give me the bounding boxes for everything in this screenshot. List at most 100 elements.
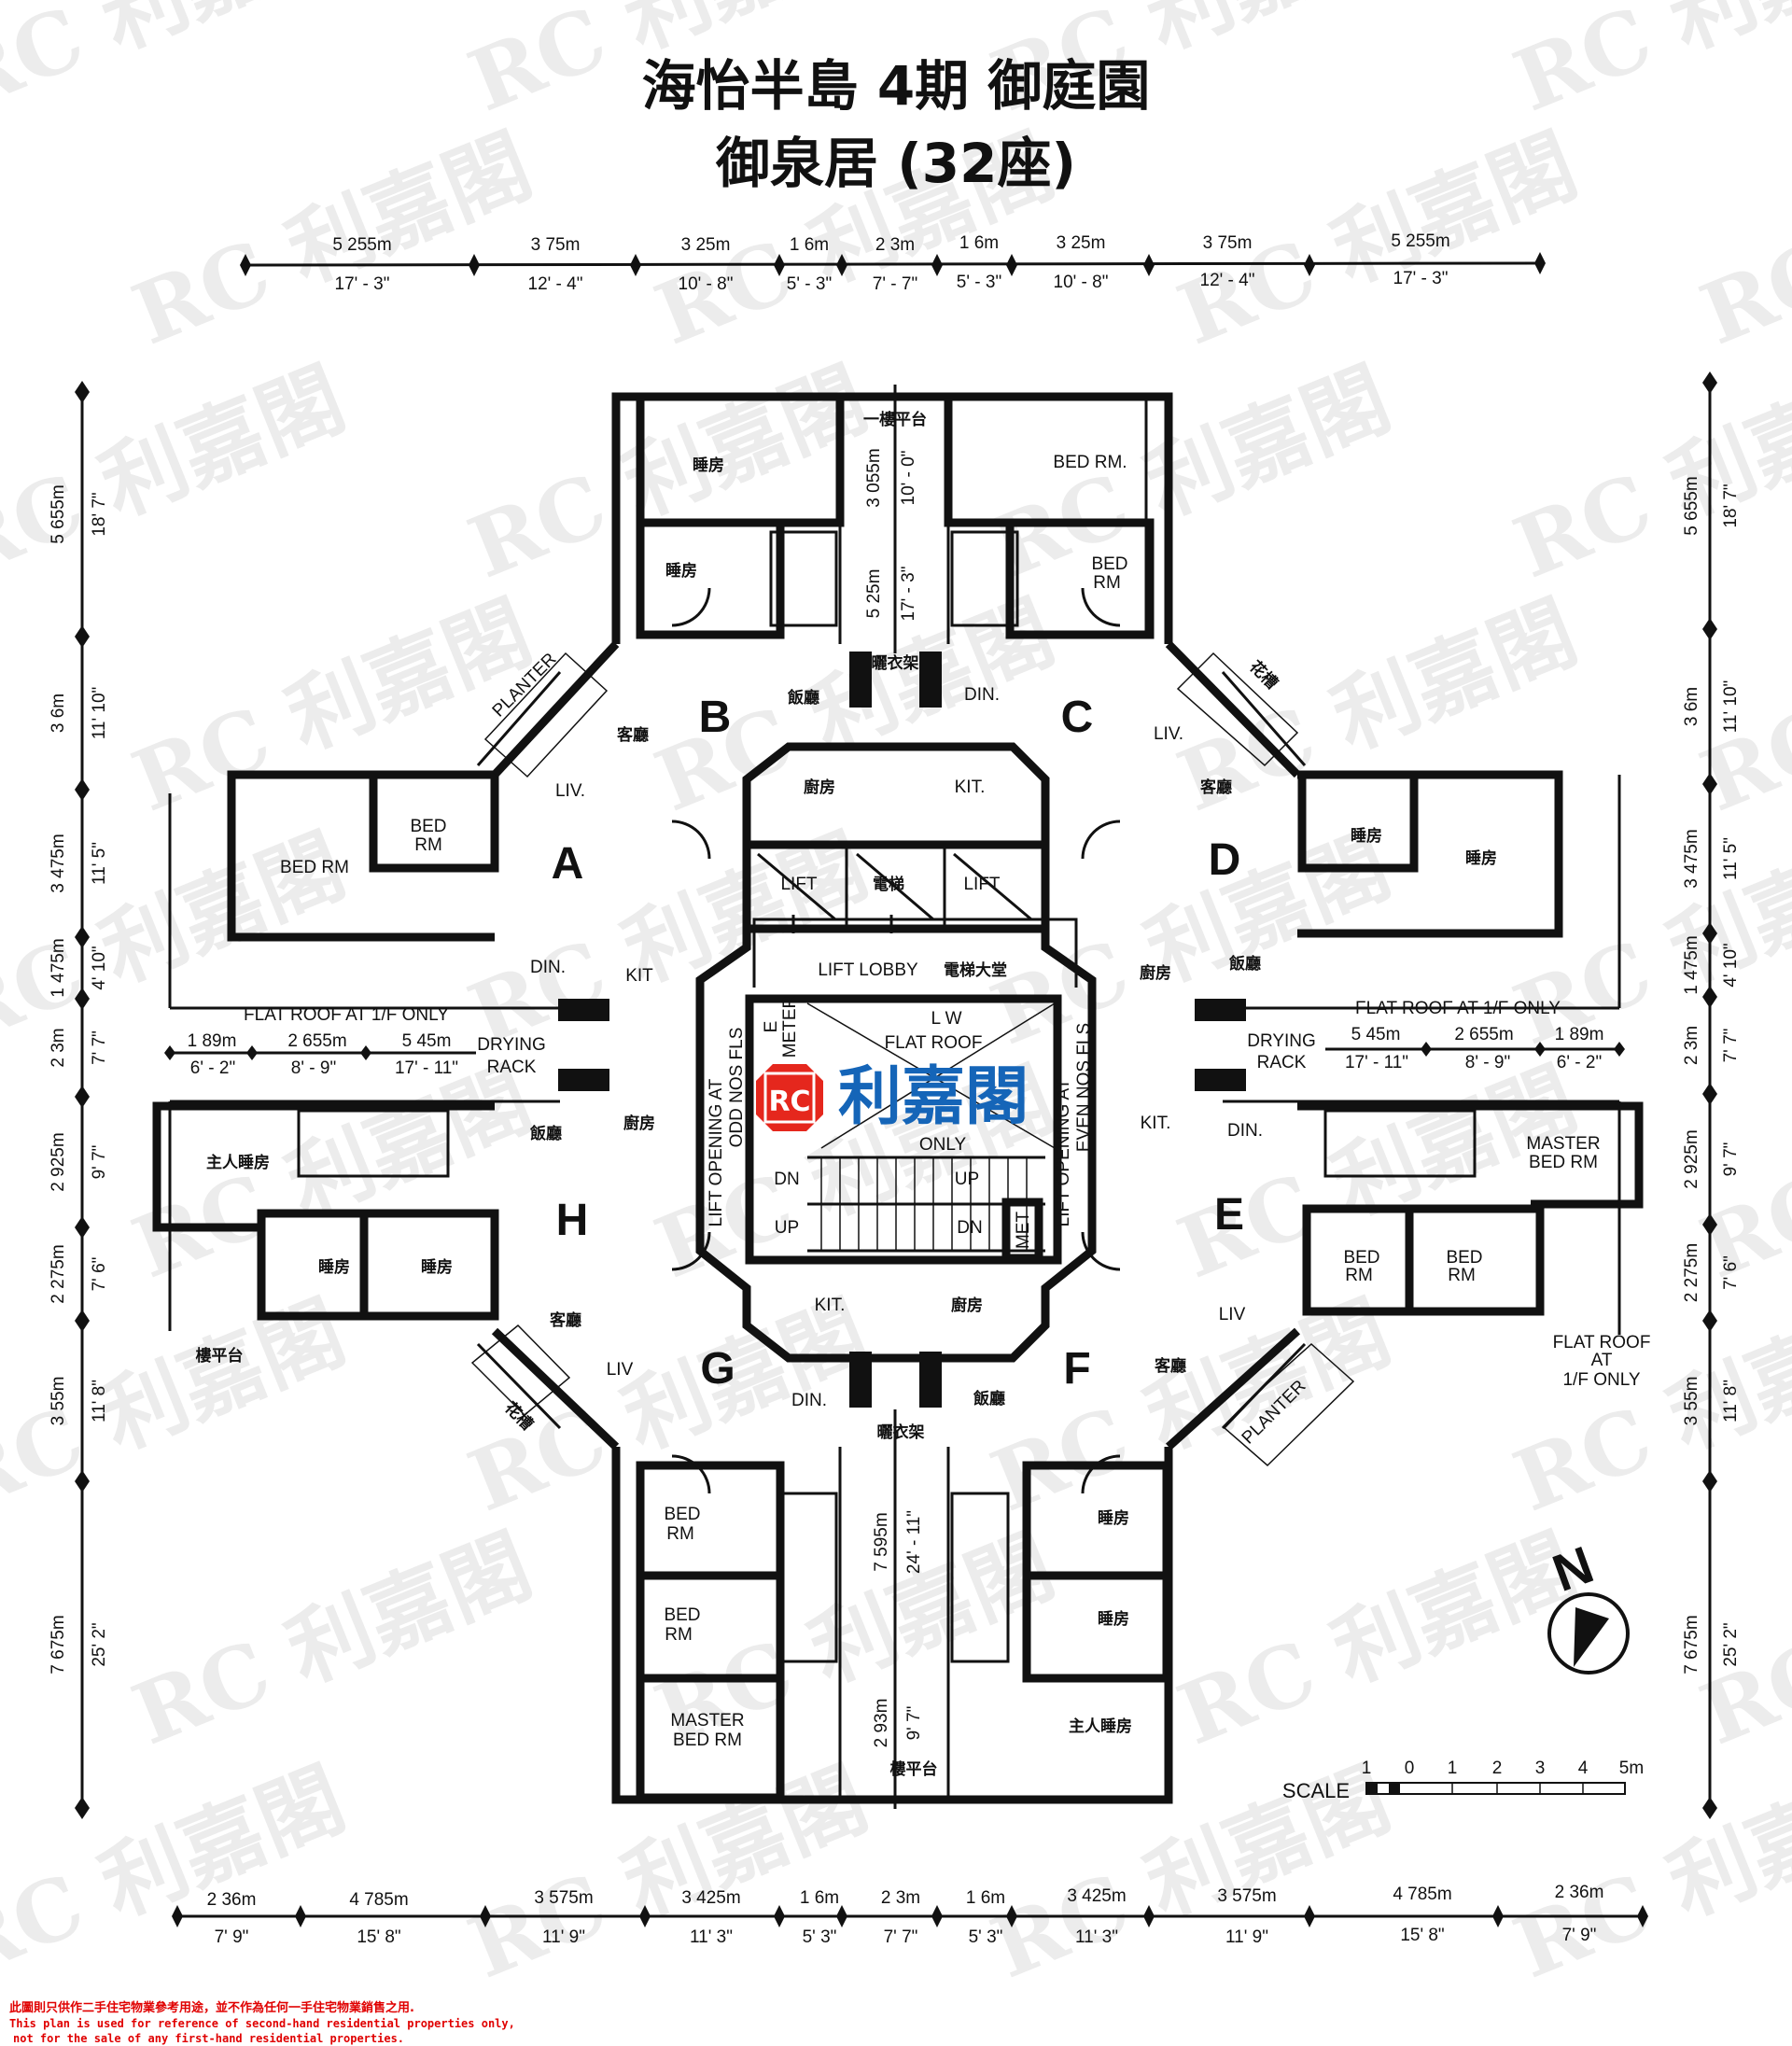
dim-side-m: 3 55m <box>1682 1377 1701 1426</box>
roof-dim-m: 5 45m <box>402 1031 452 1051</box>
flat-roof-label: FLAT ROOF AT 1/F ONLY <box>1355 999 1561 1018</box>
bedroom-label: 睡房 <box>1098 1508 1129 1528</box>
disclaimer-en: not for the sale of any first-hand resid… <box>13 2032 404 2045</box>
dining-label: DIN. <box>964 685 1000 705</box>
dim-side-m: 5 655m <box>49 484 68 543</box>
flat-d-label: D <box>1209 835 1241 885</box>
dim-bottom-ft: 11' 3" <box>690 1927 733 1947</box>
master-bedroom-label: 主人睡房 <box>1069 1717 1132 1736</box>
kitchen-label: 廚房 <box>1140 963 1171 983</box>
scale-label: SCALE <box>1282 1779 1350 1802</box>
dim-top-m: 3 75m <box>1203 233 1253 253</box>
watermark-text: RC 利嘉閣 <box>1166 1516 1590 1764</box>
bedroom-label: 睡房 <box>665 561 697 581</box>
dim-top-m: 3 25m <box>1057 233 1106 253</box>
corridor-dim-ft: 24' - 11" <box>904 1510 924 1574</box>
watermark-text: RC 利嘉閣 <box>1502 349 1792 597</box>
bedroom-label: BED <box>1343 1248 1379 1268</box>
dim-top-m: 3 75m <box>531 235 581 255</box>
dimension-tick <box>1702 1083 1717 1105</box>
dim-bottom-m: 2 3m <box>881 1888 920 1908</box>
dimension-tick <box>1702 1310 1717 1332</box>
dining-label: DIN. <box>791 1391 827 1410</box>
living-label: 客廳 <box>549 1310 581 1330</box>
bedroom-label: 睡房 <box>421 1257 453 1277</box>
dining-label: 飯廳 <box>529 1124 562 1143</box>
drying-rack-label: RACK <box>1257 1053 1307 1072</box>
watermark-text: RC 利嘉閣 <box>1502 1749 1792 1997</box>
disclaimer-en: This plan is used for reference of secon… <box>9 2017 515 2030</box>
living-label: LIV. <box>555 781 585 801</box>
lift-opening-even: EVEN NOS FLS <box>1074 1023 1094 1152</box>
dim-side-ft: 11' 10" <box>90 687 109 740</box>
living-label: LIV <box>607 1360 634 1380</box>
dim-side-m: 7 675m <box>1682 1615 1701 1674</box>
brand-watermark: RC 利嘉閣 <box>756 1059 1029 1134</box>
dim-side-m: 2 275m <box>49 1244 68 1303</box>
dimension-tick <box>75 381 90 403</box>
watermark-text: RC 利嘉閣 <box>1502 1282 1792 1531</box>
bedroom-label: RM <box>665 1625 693 1645</box>
dining-label: DIN. <box>530 958 566 977</box>
dim-side-m: 3 6m <box>1682 687 1701 726</box>
watermark-text: RC 利嘉閣 <box>1502 0 1792 131</box>
master-bedroom-label: BED RM <box>673 1731 742 1750</box>
lift-label: 電梯 <box>873 875 904 894</box>
dim-side-ft: 4' 10" <box>90 946 109 989</box>
corridor-dim-m: 5 25m <box>864 569 884 619</box>
dim-side-ft: 9' 7" <box>1721 1142 1741 1177</box>
flat-roof-label: 1/F ONLY <box>1562 1370 1640 1390</box>
dim-top-m: 1 6m <box>790 235 829 255</box>
dim-bottom-m: 2 36m <box>1555 1883 1604 1902</box>
e-meter-label: METER <box>780 996 800 1058</box>
dim-bottom-m: 1 6m <box>966 1888 1005 1908</box>
lift-lobby-label-cn: 電梯大堂 <box>944 960 1007 980</box>
scale-tick: 1 <box>1448 1759 1458 1778</box>
watermark-text: RC 利嘉閣 <box>0 1749 357 1997</box>
dim-side-ft: 11' 8" <box>90 1380 109 1422</box>
dim-bottom-m: 2 36m <box>207 1890 257 1910</box>
dim-side-m: 1 475m <box>1682 935 1701 994</box>
drying-rack-label: DRYING <box>1247 1031 1316 1051</box>
bedroom-label: 睡房 <box>1351 826 1382 846</box>
corridor-dim-m: 2 93m <box>872 1699 891 1748</box>
dim-top-m: 3 25m <box>681 235 731 255</box>
bedroom-label: BED RM. <box>1053 453 1127 472</box>
dimension-tick <box>75 1086 90 1108</box>
dim-top-m: 5 255m <box>332 235 391 255</box>
dim-side-ft: 7' 6" <box>1721 1255 1741 1290</box>
flat-c-label: C <box>1061 693 1094 742</box>
dim-side-ft: 11' 8" <box>1721 1380 1741 1422</box>
watermark-text: RC 利嘉閣 <box>456 1749 881 1997</box>
dimension-tick <box>1702 1470 1717 1492</box>
dim-bottom-m: 4 785m <box>1393 1885 1451 1904</box>
dim-side-ft: 18' 7" <box>1721 483 1741 527</box>
dimension-tick <box>75 1470 90 1492</box>
flat-e-label: E <box>1214 1190 1244 1240</box>
scale-tick: 0 <box>1405 1759 1415 1778</box>
drying-rack-label: 曬衣架 <box>872 653 919 673</box>
dim-side-ft: 4' 10" <box>1721 943 1741 987</box>
meter-label: MET <box>1014 1212 1033 1250</box>
roof-dim-ft: 17' - 11" <box>1345 1053 1408 1072</box>
dimension-tick <box>1702 922 1717 945</box>
dim-side-m: 2 3m <box>1682 1026 1701 1065</box>
dim-side-ft: 18' 7" <box>90 492 109 536</box>
dim-bottom-ft: 7' 9" <box>1562 1926 1597 1945</box>
master-bedroom-label: MASTER <box>1526 1134 1600 1154</box>
dim-bottom-ft: 7' 7" <box>884 1927 918 1947</box>
watermark-text: RC 利嘉閣 <box>120 1516 545 1764</box>
watermark-text: RC 利嘉閣 <box>0 349 357 597</box>
dim-top-m: 1 6m <box>959 233 999 253</box>
bedroom-label: BED <box>1446 1248 1482 1268</box>
dining-label: DIN. <box>1227 1121 1263 1141</box>
master-bedroom-label: 主人睡房 <box>206 1153 270 1172</box>
north-compass: N <box>1545 1534 1630 1675</box>
title-estate: 海怡半島 4期 御庭園 <box>642 54 1151 118</box>
dim-side-ft: 9' 7" <box>90 1145 109 1180</box>
corridor-dim-ft: 10' - 0" <box>899 451 918 506</box>
dim-bottom-m: 4 785m <box>349 1890 408 1910</box>
dining-label: 飯廳 <box>787 688 819 708</box>
